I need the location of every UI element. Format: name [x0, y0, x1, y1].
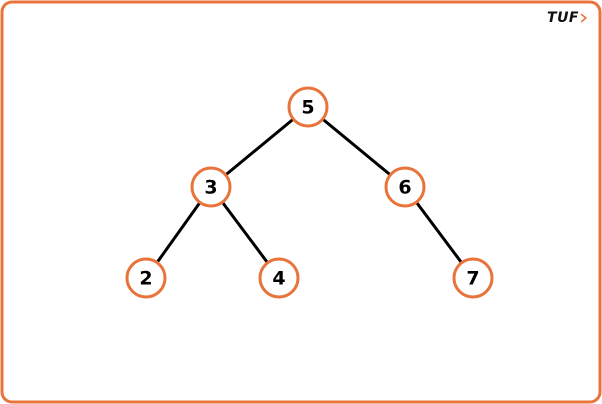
- brand-logo: TUF: [547, 9, 588, 27]
- tree-node: 6: [384, 166, 426, 208]
- tree-node-circle: [287, 86, 329, 128]
- tree-node-label: 4: [272, 268, 285, 290]
- tree-node-circle: [258, 257, 300, 299]
- tree-node-label: 5: [301, 97, 314, 119]
- tree-node-label: 3: [204, 177, 217, 199]
- tree-node-label: 6: [398, 177, 411, 199]
- tree-node: 7: [452, 257, 494, 299]
- tree-node: 3: [190, 166, 232, 208]
- brand-logo-text: TUF: [547, 10, 579, 26]
- tree-node-circle: [384, 166, 426, 208]
- tree-node-label: 2: [139, 268, 152, 290]
- nodes-layer: 5 3 6 2 4 7: [125, 86, 494, 299]
- tree-node: 4: [258, 257, 300, 299]
- tree-edge: [209, 105, 310, 189]
- tree-edge: [306, 105, 407, 189]
- tree-node-circle: [125, 257, 167, 299]
- tree-node: 5: [287, 86, 329, 128]
- tree-node-label: 7: [466, 268, 479, 290]
- chevron-right-icon: [580, 13, 587, 23]
- tree-node-circle: [452, 257, 494, 299]
- tree-node: 2: [125, 257, 167, 299]
- tree-node-circle: [190, 166, 232, 208]
